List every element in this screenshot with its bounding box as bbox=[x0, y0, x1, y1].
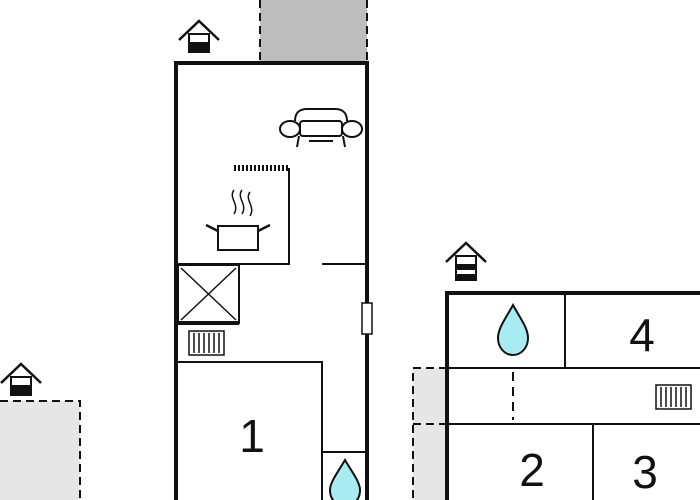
room-number-1: 1 bbox=[239, 410, 265, 462]
outdoor-area-right-building bbox=[412, 367, 447, 500]
stairs-icon bbox=[177, 264, 240, 325]
radiator-icon bbox=[188, 330, 225, 356]
main-building: 1 bbox=[174, 61, 373, 500]
entrance-house-icon bbox=[178, 19, 220, 53]
right-building-walls bbox=[445, 291, 700, 500]
main-building-walls bbox=[174, 61, 369, 500]
room-number-4: 4 bbox=[629, 309, 655, 361]
room-number-3: 3 bbox=[632, 446, 658, 498]
outdoor-terrace-top bbox=[260, 0, 367, 62]
window-icon bbox=[361, 302, 373, 335]
outdoor-area-top bbox=[259, 0, 368, 62]
radiator-icon bbox=[655, 384, 692, 410]
sofa-icon bbox=[279, 108, 363, 148]
water-drop-icon bbox=[328, 458, 362, 500]
outdoor-area-left bbox=[0, 400, 81, 500]
cooking-pot-icon bbox=[205, 189, 271, 251]
entrance-house-icon bbox=[0, 362, 42, 396]
room-number-2: 2 bbox=[519, 444, 545, 496]
water-drop-icon bbox=[496, 302, 530, 357]
entrance-house-icon bbox=[445, 241, 487, 281]
right-building: 4 2 3 bbox=[445, 291, 700, 500]
